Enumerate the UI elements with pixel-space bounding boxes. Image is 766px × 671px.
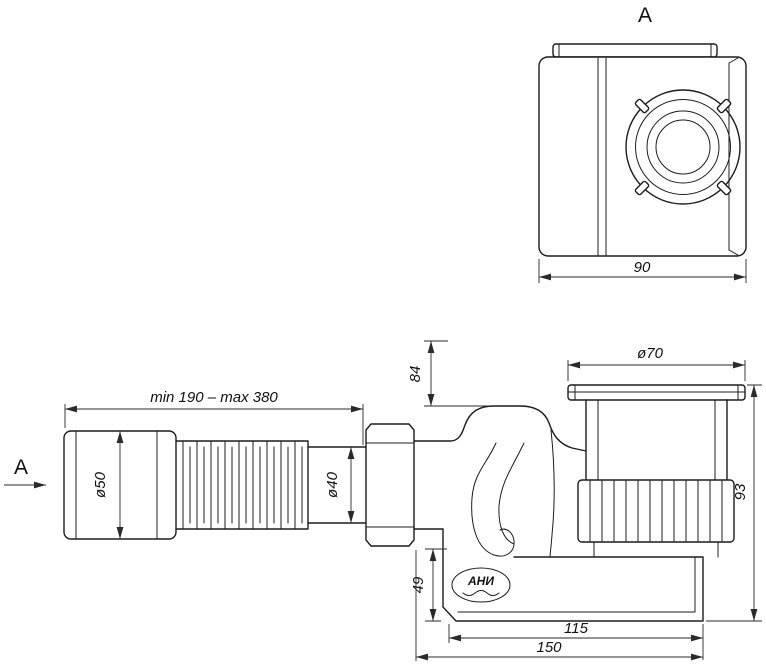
view-a: A 90 <box>538 4 747 283</box>
dim-49: 49 <box>410 548 447 622</box>
dim-93-label: 93 <box>732 483 749 500</box>
siphon-hook-outer <box>471 442 515 557</box>
corrugated-hose-ribs <box>182 440 303 530</box>
dim-49-label: 49 <box>410 576 427 593</box>
dim-90: 90 <box>538 259 747 283</box>
view-a-body-seams <box>597 57 739 256</box>
lug-top-right <box>716 98 732 114</box>
dim-d70-label: ø70 <box>637 345 664 362</box>
outlet-pipe-40 <box>307 446 369 524</box>
drain-flange-details <box>567 384 746 401</box>
dim-d50-label: ø50 <box>92 471 109 498</box>
drain-opening-inner-circle <box>655 119 711 175</box>
corrugated-hose <box>175 440 309 530</box>
dim-84-label: 84 <box>407 366 424 383</box>
trap-body <box>413 405 704 622</box>
dim-d50: ø50 <box>92 431 124 539</box>
dim-150: 150 <box>415 550 703 661</box>
lock-nut-neck <box>593 541 719 558</box>
drain-opening-outer-circle <box>625 89 741 205</box>
view-a-body-outline <box>538 56 747 257</box>
drain-column-walls <box>585 399 728 481</box>
brand-logo-oval <box>451 567 511 603</box>
dim-d40-label: ø40 <box>324 471 341 498</box>
drain-opening-circles <box>625 89 741 205</box>
trap-body-inner-lines <box>457 556 696 613</box>
drain-column <box>585 399 728 481</box>
drain-opening-lugs <box>634 98 732 196</box>
brand-logo-text: АНИ <box>467 574 494 588</box>
dim-93: 93 <box>706 384 762 622</box>
dim-d40: ø40 <box>324 447 355 523</box>
drain-opening-circle-3 <box>646 110 720 184</box>
dim-84: 84 <box>407 340 490 407</box>
dim-90-label: 90 <box>634 259 651 276</box>
section-label: A <box>14 456 28 479</box>
dim-115-label: 115 <box>564 620 589 637</box>
union-nut-outline <box>365 423 415 547</box>
drain-column-inner-walls <box>597 399 716 481</box>
view-a-flange-ticks <box>558 43 712 58</box>
inlet-cuff-details <box>75 430 158 540</box>
dim-150-label: 150 <box>536 639 562 656</box>
section-arrow: A <box>4 456 46 489</box>
lug-bottom-right <box>716 180 732 196</box>
dim-flex-label: min 190 – max 380 <box>150 389 278 406</box>
drain-flange <box>567 384 746 401</box>
drain-opening-circle-2 <box>635 99 731 195</box>
siphon-channel <box>471 429 555 558</box>
trap-body-lower-outline <box>413 528 704 622</box>
view-a-flange <box>552 43 718 58</box>
brand-logo: АНИ <box>451 567 511 603</box>
corrugated-hose-outline <box>175 440 309 530</box>
dim-d70-extension-lines <box>567 360 746 381</box>
view-a-body <box>538 56 747 257</box>
lock-nut-ribs <box>589 480 723 542</box>
dim-flex-range: min 190 – max 380 <box>64 389 364 445</box>
dim-84-extension-lines <box>424 340 490 407</box>
dim-d70: ø70 <box>567 345 746 381</box>
dim-115: 115 <box>448 620 704 660</box>
brand-logo-wave <box>462 590 500 596</box>
union-nut <box>365 423 415 547</box>
trap-body-hump <box>413 405 587 452</box>
lock-nut-outline <box>577 479 735 543</box>
view-a-label: A <box>638 4 652 27</box>
siphon-hook-inner <box>498 442 525 545</box>
view-a-flange-plate <box>552 43 718 58</box>
lug-top-left <box>634 98 650 114</box>
outlet-pipe-40-outline <box>307 446 369 524</box>
lock-nut <box>577 479 735 558</box>
siphon-right-wall <box>549 429 555 558</box>
lug-bottom-left <box>634 180 650 196</box>
union-nut-facets <box>365 442 415 528</box>
main-view: A ø50 ø40 min 190 – max 380 <box>4 340 762 661</box>
